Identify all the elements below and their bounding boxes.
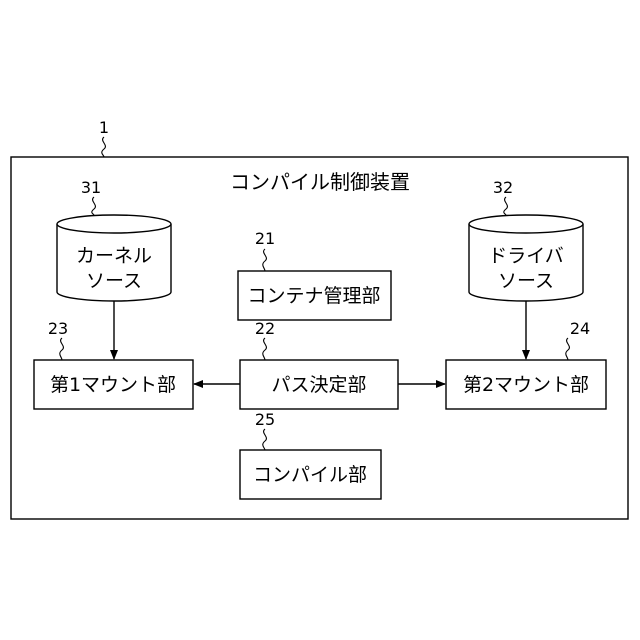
kernel-source-label-line2: ソース (86, 270, 142, 292)
container-manager-label: コンテナ管理部 (247, 285, 380, 307)
driver-source-label-line2: ソース (498, 270, 554, 292)
second-mount-ref-label: 24 (570, 319, 590, 338)
device-ref-leader (102, 137, 106, 157)
driver-source-label-line1: ドライバ (488, 245, 564, 267)
driver-source-ref-label: 32 (493, 178, 513, 197)
second-mount-label: 第2マウント部 (463, 374, 589, 396)
container-manager-ref-label: 21 (255, 229, 275, 248)
device-title: コンパイル制御装置 (230, 170, 410, 194)
first-mount-ref-label: 23 (48, 319, 68, 338)
path-decider-ref-label: 22 (255, 319, 275, 338)
path-decider-label: パス決定部 (271, 374, 366, 396)
compiler-label: コンパイル部 (253, 464, 367, 486)
first-mount-label: 第1マウント部 (50, 374, 176, 396)
kernel-source-ref-label: 31 (81, 178, 101, 197)
kernel-source-label-line1: カーネル (76, 245, 152, 267)
compiler-ref-label: 25 (255, 410, 275, 429)
device-ref-label: 1 (99, 118, 109, 137)
